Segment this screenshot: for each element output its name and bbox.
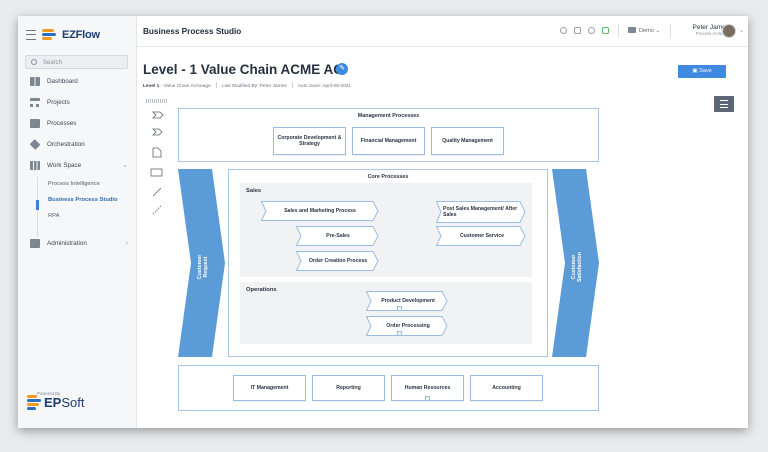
add-icon[interactable] <box>574 27 581 34</box>
search-placeholder: Search <box>43 60 63 66</box>
subitem-business-process-studio[interactable]: Business Process Studio <box>48 197 118 203</box>
chevron-down-icon: ⌄ <box>122 162 128 169</box>
workspace-icon <box>30 160 40 170</box>
expand-icon[interactable] <box>397 306 402 311</box>
notification-icon[interactable] <box>602 27 609 34</box>
orchestration-icon <box>29 138 41 150</box>
expand-icon[interactable] <box>425 396 430 401</box>
chevron-right-icon: › <box>125 239 128 247</box>
subitem-process-intelligence[interactable]: Process Intelligence <box>48 181 100 187</box>
expand-icon[interactable] <box>397 331 402 336</box>
chat-icon[interactable] <box>588 27 595 34</box>
process-accounting[interactable]: Accounting <box>470 375 543 401</box>
sales-title: Sales <box>246 188 262 194</box>
user-name: Peter James <box>692 24 730 31</box>
chevron-down-icon: ⌄ <box>655 28 661 34</box>
sidebar: EZFlow Search Dashboard Projects Process… <box>18 16 137 428</box>
connector-icon[interactable] <box>152 205 162 215</box>
process-reporting[interactable]: Reporting <box>312 375 385 401</box>
avatar[interactable] <box>722 24 736 38</box>
section-title: Business Process Studio <box>143 27 242 36</box>
save-icon: ▣ <box>692 68 698 74</box>
hamburger-menu-icon[interactable] <box>26 30 36 40</box>
processes-icon <box>30 118 40 128</box>
shape-toolbar <box>146 99 170 223</box>
active-indicator <box>36 200 39 210</box>
process-customer-service-shape[interactable] <box>436 226 526 246</box>
process-corporate-development[interactable]: Corporate Development & Strategy <box>273 127 346 155</box>
menu-icon[interactable] <box>714 96 734 112</box>
customer-request-label: Customer Request <box>197 254 209 280</box>
search-icon <box>31 59 37 65</box>
company-name: EPSoft <box>44 395 85 410</box>
dashboard-icon <box>30 76 40 86</box>
document-icon[interactable] <box>152 147 162 158</box>
customer-satisfaction-arrow[interactable] <box>552 169 600 358</box>
divider <box>670 24 671 38</box>
app-window: EZFlow Search Dashboard Projects Process… <box>18 16 748 428</box>
user-role: Process Architect <box>695 31 729 36</box>
rectangle-icon[interactable] <box>150 168 163 177</box>
sidebar-item-label: Processes <box>47 119 77 127</box>
process-quality-management[interactable]: Quality Management <box>431 127 504 155</box>
sidebar-item-projects[interactable]: Projects <box>18 92 136 112</box>
sidebar-item-label: Administration <box>47 239 87 247</box>
search-input[interactable]: Search <box>25 55 128 69</box>
app-logo[interactable]: EZFlow <box>26 29 100 41</box>
drag-handle[interactable] <box>146 99 168 103</box>
top-header: Business Process Studio Demo ⌄ Peter Jam… <box>136 16 748 47</box>
powered-by-label: Powered By <box>37 391 61 396</box>
process-order-creation-shape[interactable] <box>296 251 379 271</box>
sidebar-item-label: Orchestration <box>47 140 85 148</box>
page-title: Level - 1 Value Chain ACME AG <box>143 62 344 77</box>
customer-request-arrow[interactable] <box>178 169 226 358</box>
projects-icon <box>30 97 40 107</box>
divider <box>618 24 619 38</box>
chevron-shape-icon[interactable] <box>152 111 164 119</box>
process-order-creation[interactable]: Order Creation Process <box>308 257 368 264</box>
process-order-processing-shape[interactable] <box>366 316 448 336</box>
sidebar-item-orchestration[interactable]: Orchestration <box>18 134 136 154</box>
double-chevron-shape-icon[interactable] <box>152 128 164 136</box>
chevron-down-icon[interactable]: ⌄ <box>739 28 745 34</box>
brand-name: EZFlow <box>62 29 100 41</box>
save-button[interactable]: ▣ Save <box>678 65 726 78</box>
user-info[interactable]: Peter James Process Architect <box>679 24 730 36</box>
submenu-indicator <box>36 177 39 237</box>
process-sales-marketing-shape[interactable] <box>261 201 379 221</box>
management-title: Management Processes <box>357 113 420 119</box>
operations-title: Operations <box>246 287 277 293</box>
process-financial-management[interactable]: Financial Management <box>352 127 425 155</box>
sidebar-item-label: Work Space <box>47 161 82 169</box>
edit-pencil-icon[interactable]: ✎ <box>336 63 348 75</box>
sidebar-item-label: Projects <box>47 98 70 106</box>
search-icon[interactable] <box>560 27 567 34</box>
administration-icon <box>30 238 40 248</box>
line-icon[interactable] <box>152 187 162 197</box>
process-post-sales-shape[interactable] <box>436 201 526 223</box>
sidebar-item-administration[interactable]: Administration › <box>18 233 136 253</box>
subitem-rpa[interactable]: RPA <box>48 213 60 219</box>
workspace-selector[interactable]: Demo ⌄ <box>628 27 660 34</box>
ezflow-logo-icon <box>42 29 56 41</box>
workspace-icon <box>628 27 636 33</box>
epsoft-logo-icon <box>27 395 41 410</box>
customer-satisfaction-label: Customer Satisfaction <box>571 251 583 283</box>
process-order-processing[interactable]: Order Processing <box>386 322 430 329</box>
process-product-development[interactable]: Product Development <box>381 297 435 304</box>
process-product-development-shape[interactable] <box>366 291 448 311</box>
sidebar-item-dashboard[interactable]: Dashboard <box>18 71 136 91</box>
process-customer-service[interactable]: Customer Service <box>459 232 505 239</box>
sidebar-item-label: Dashboard <box>47 77 78 85</box>
process-pre-sales[interactable]: Pre-Sales <box>326 232 350 239</box>
process-it-management[interactable]: IT Management <box>233 375 306 401</box>
core-title: Core Processes <box>367 174 409 180</box>
process-pre-sales-shape[interactable] <box>296 226 379 246</box>
process-sales-marketing[interactable]: Sales and Marketing Process <box>284 207 356 214</box>
sidebar-item-processes[interactable]: Processes <box>18 113 136 133</box>
sidebar-item-workspace[interactable]: Work Space ⌄ <box>18 155 136 175</box>
process-post-sales[interactable]: Post Sales Management/ After Sales <box>443 205 518 218</box>
